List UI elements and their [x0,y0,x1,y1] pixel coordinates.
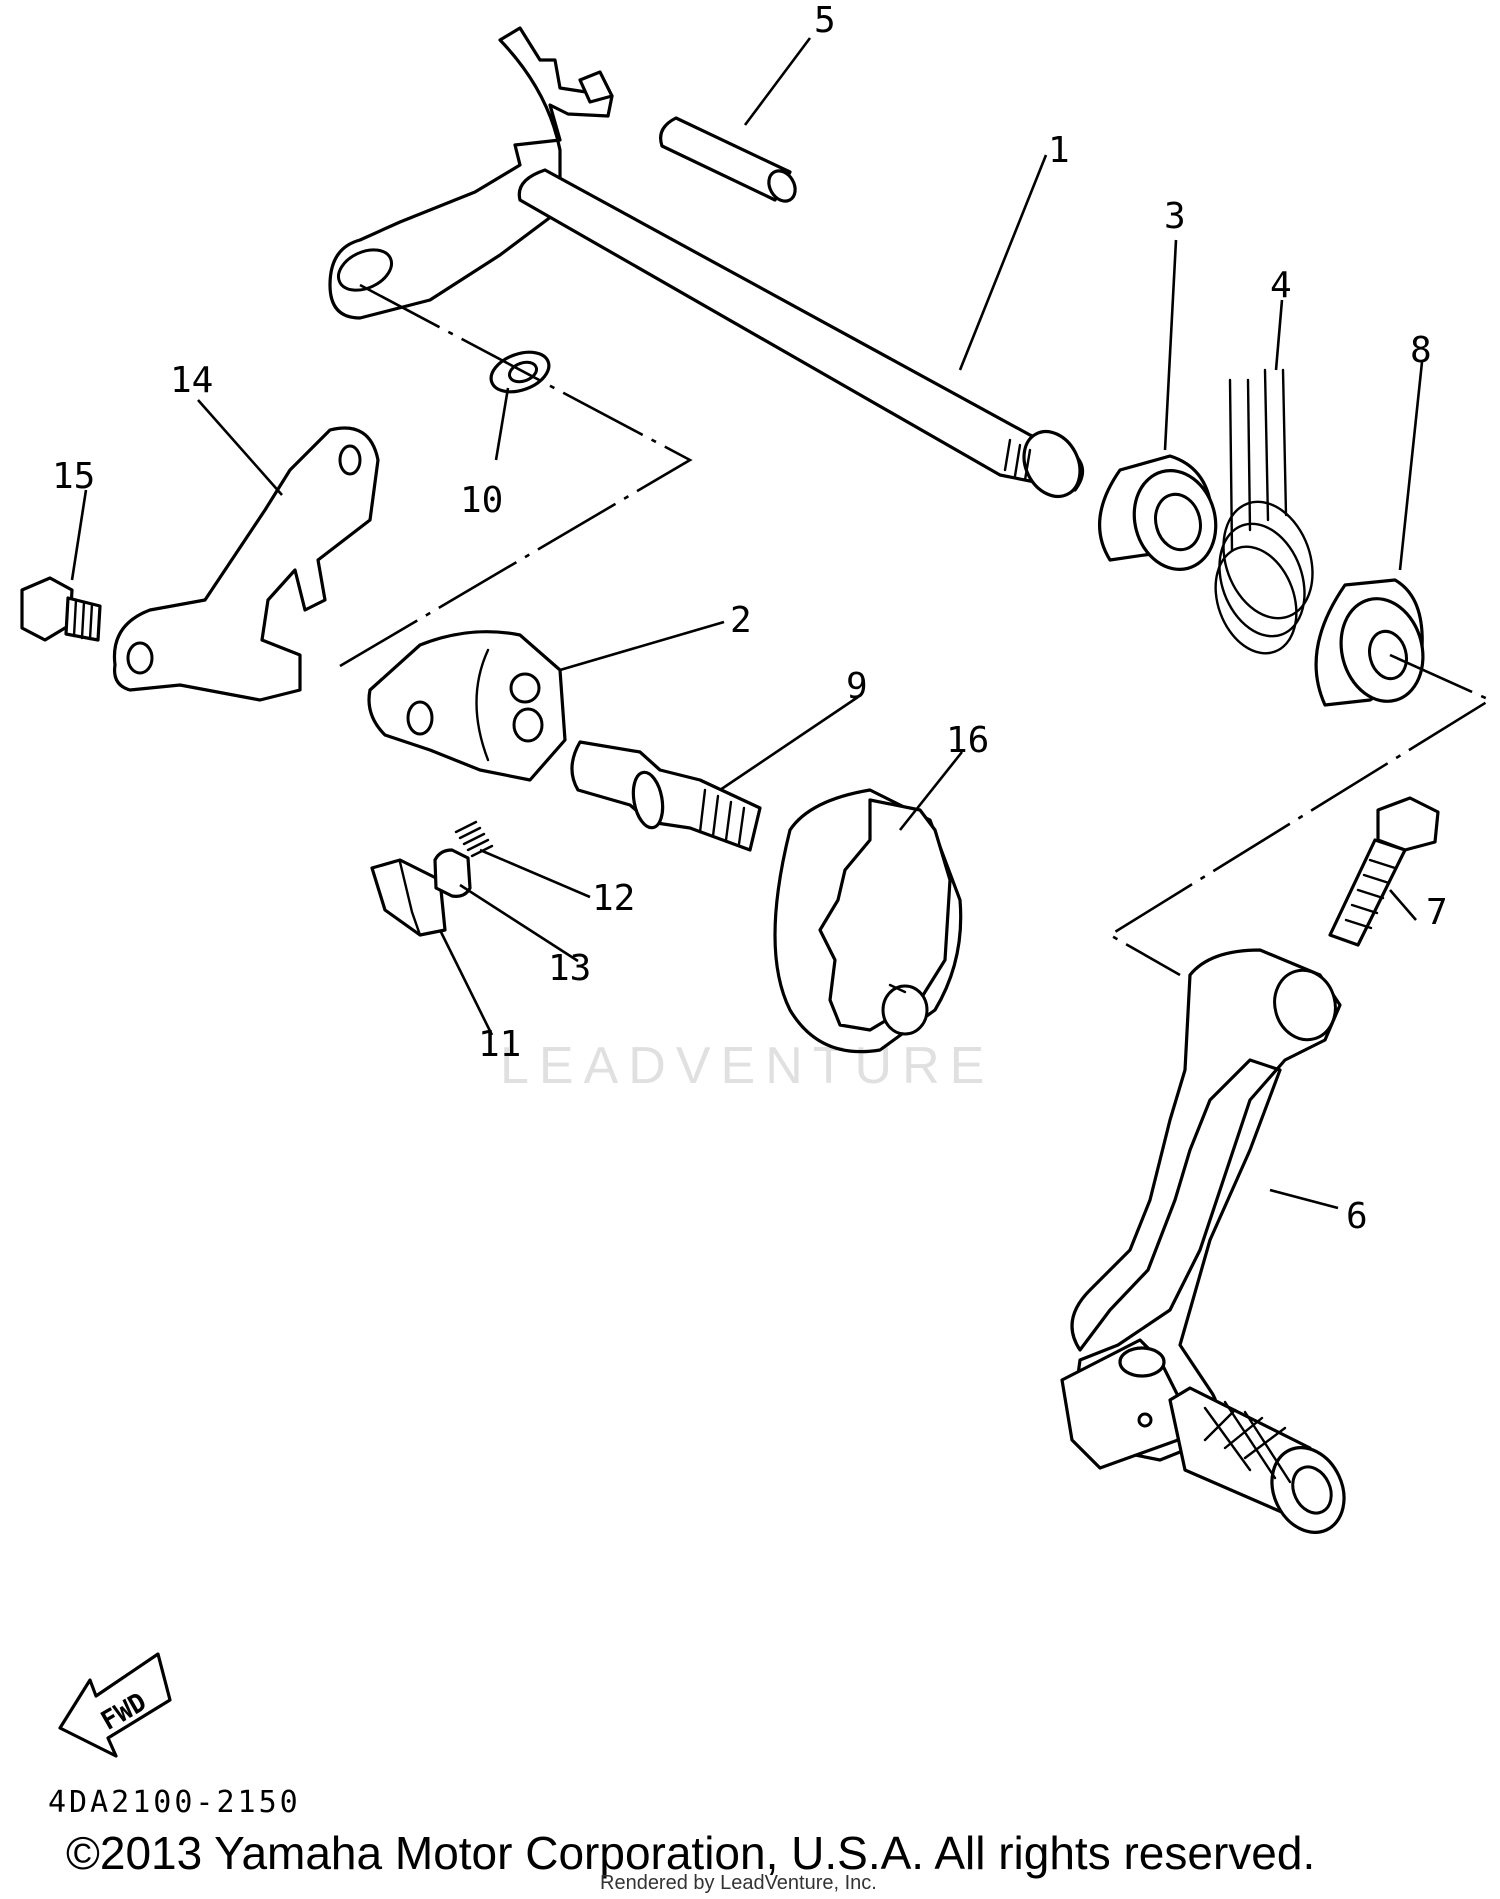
callout-6: 6 [1346,1196,1368,1237]
callout-10: 10 [460,480,503,521]
callout-12: 12 [592,878,635,919]
callout-14: 14 [170,360,213,401]
callout-9: 9 [846,666,868,707]
callout-15: 15 [52,456,95,497]
part-2-segment [367,630,567,782]
part-7-bolt [1328,796,1440,947]
callout-7: 7 [1426,892,1448,933]
callout-2: 2 [730,600,752,641]
leader-lines [70,37,1424,1210]
diagram-code: 4DA2100-2150 [48,1785,301,1820]
part-6-shift-pedal [1060,948,1346,1534]
part-9-bolt [570,740,762,852]
watermark: LEADVENTURE [500,1037,995,1095]
rendered-by-note: Rendered by LeadVenture, Inc. [600,1872,877,1894]
part-14-plate [112,426,380,702]
copyright-notice: ©2013 Yamaha Motor Corporation, U.S.A. A… [66,1827,1316,1879]
part-4-spring [1214,368,1314,655]
callout-16: 16 [946,720,989,761]
part-11-key [370,858,447,937]
part-1-shift-shaft [328,26,1085,499]
part-10-washer [489,350,551,394]
part-12-spring [454,820,494,858]
alignment-lines [339,283,1493,977]
callout-5: 5 [814,0,836,41]
part-16-stopper-lever [773,788,963,1054]
fwd-arrow-icon: FWD [58,1652,172,1758]
callout-1: 1 [1048,130,1070,171]
part-5-pin [659,116,797,203]
callout-11: 11 [478,1024,521,1065]
part-15-bolt [20,576,102,642]
callout-4: 4 [1270,265,1292,306]
part-3-collar [1098,454,1218,571]
part-8-collar [1314,578,1425,707]
callout-8: 8 [1410,330,1432,371]
callout-3: 3 [1164,196,1186,237]
callout-13: 13 [548,948,591,989]
